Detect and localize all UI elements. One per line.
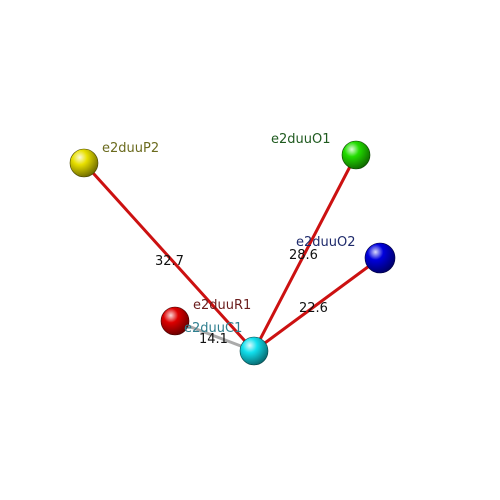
atom-sphere-e2duuC1 <box>239 336 269 366</box>
distance-label: 22.6 <box>299 301 328 316</box>
bond-e2duuC1-e2duuO2 <box>252 256 382 353</box>
atom-label-e2duuO1: e2duuO1 <box>271 132 331 147</box>
distance-label: 14.1 <box>199 332 228 347</box>
atom-label-e2duuO2: e2duuO2 <box>296 235 356 250</box>
atom-labels-layer: e2duuP2 e2duuO1 e2duuO2 e2duuR1 e2duuC1 <box>102 132 356 336</box>
distance-label: 32.7 <box>155 254 184 269</box>
atom-sphere-e2duuO2 <box>364 242 396 274</box>
atom-sphere-e2duuP2 <box>69 148 99 178</box>
atom-sphere-e2duuO1 <box>341 140 371 170</box>
distance-labels-layer: 32.7 28.6 22.6 14.1 <box>155 248 328 347</box>
atom-label-e2duuC1: e2duuC1 <box>184 321 242 336</box>
bond-e2duuC1-e2duuP2 <box>82 161 256 353</box>
bond-e2duuC1-e2duuO1 <box>252 153 358 353</box>
atom-label-e2duuR1: e2duuR1 <box>193 298 251 313</box>
atoms-layer <box>69 140 396 366</box>
atom-sphere-e2duuR1 <box>160 306 190 336</box>
atom-label-e2duuP2: e2duuP2 <box>102 141 159 156</box>
distance-label: 28.6 <box>289 248 318 263</box>
